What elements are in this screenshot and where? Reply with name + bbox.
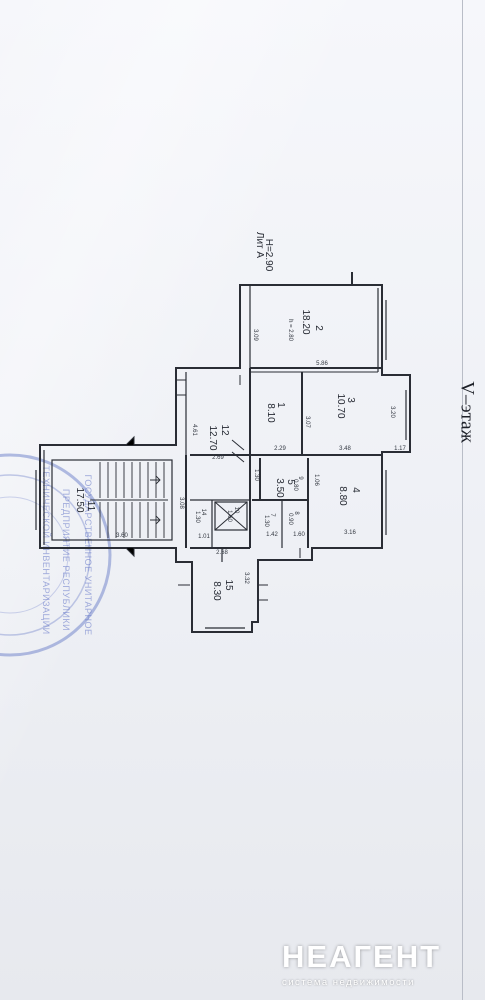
dimension-label: 5.86 — [316, 361, 328, 367]
room-4-area: 8.80 — [337, 486, 348, 506]
dimension-label: 1.06 — [313, 474, 319, 486]
dimension-label: 3.20 — [389, 406, 395, 418]
ceiling-height-label: H=2.90 — [263, 238, 274, 272]
dimension-label: 2.29 — [274, 446, 286, 452]
room-10-area: 1.60 — [226, 510, 232, 522]
room-14-area: 1.30 — [194, 511, 200, 523]
dimension-label: 1.60 — [293, 532, 305, 538]
room-11-area: 17.50 — [74, 487, 85, 513]
dimension-label: h = 2.80 — [287, 319, 293, 341]
room-3-area: 10.70 — [335, 393, 346, 419]
room-14-number: 14 — [200, 508, 206, 516]
room-1-area: 8.10 — [265, 403, 276, 423]
room-9-area: 0.80 — [292, 479, 298, 491]
dimension-label: 2.68 — [216, 550, 228, 556]
dimension-label: 3.08 — [178, 497, 184, 509]
room-3-number: 3 — [345, 397, 356, 403]
room-4-number: 4 — [350, 487, 361, 493]
dimension-label: 1.17 — [394, 446, 406, 452]
floor-label: V–этаж — [456, 381, 478, 443]
room-7-number: 7 — [269, 513, 275, 517]
dimension-label: 4.61 — [191, 424, 197, 436]
room-2-number: 2 — [313, 325, 324, 331]
room-12-area: 12.70 — [207, 425, 218, 451]
dimension-label: 3.48 — [339, 446, 351, 452]
brand-tagline: система недвижимости — [282, 977, 415, 988]
room-8-area: 0.90 — [287, 513, 293, 525]
dimension-label: 3.07 — [304, 416, 310, 428]
dimension-label: 1.42 — [266, 532, 278, 538]
dimension-label: 3.32 — [243, 572, 249, 584]
sheet-margin-line — [462, 0, 463, 1000]
room-11-number: 11 — [85, 500, 96, 512]
room-12-number: 12 — [219, 424, 230, 436]
dimension-label: 2.69 — [212, 455, 224, 461]
dimension-label: 1.01 — [198, 534, 210, 540]
room-15-number: 15 — [223, 579, 234, 591]
room-8-number: 8 — [293, 511, 299, 515]
room-1-number: 1 — [275, 402, 286, 408]
room-5-area: 3.50 — [274, 478, 285, 498]
room-7-area: 1.30 — [263, 515, 269, 527]
room-2-area: 18.20 — [300, 309, 311, 335]
room-15-area: 8.30 — [211, 581, 222, 601]
room-10-number: 10 — [233, 506, 239, 514]
brand-logo: НЕАГЕНТ — [282, 939, 442, 974]
dimension-label: 3.09 — [252, 329, 258, 341]
brand-watermark: НЕАГЕНТ система недвижимости — [0, 925, 485, 1000]
dimension-label: 3.60 — [116, 533, 128, 539]
dimension-label: 3.16 — [344, 530, 356, 536]
dimension-label: 1.30 — [253, 469, 259, 481]
